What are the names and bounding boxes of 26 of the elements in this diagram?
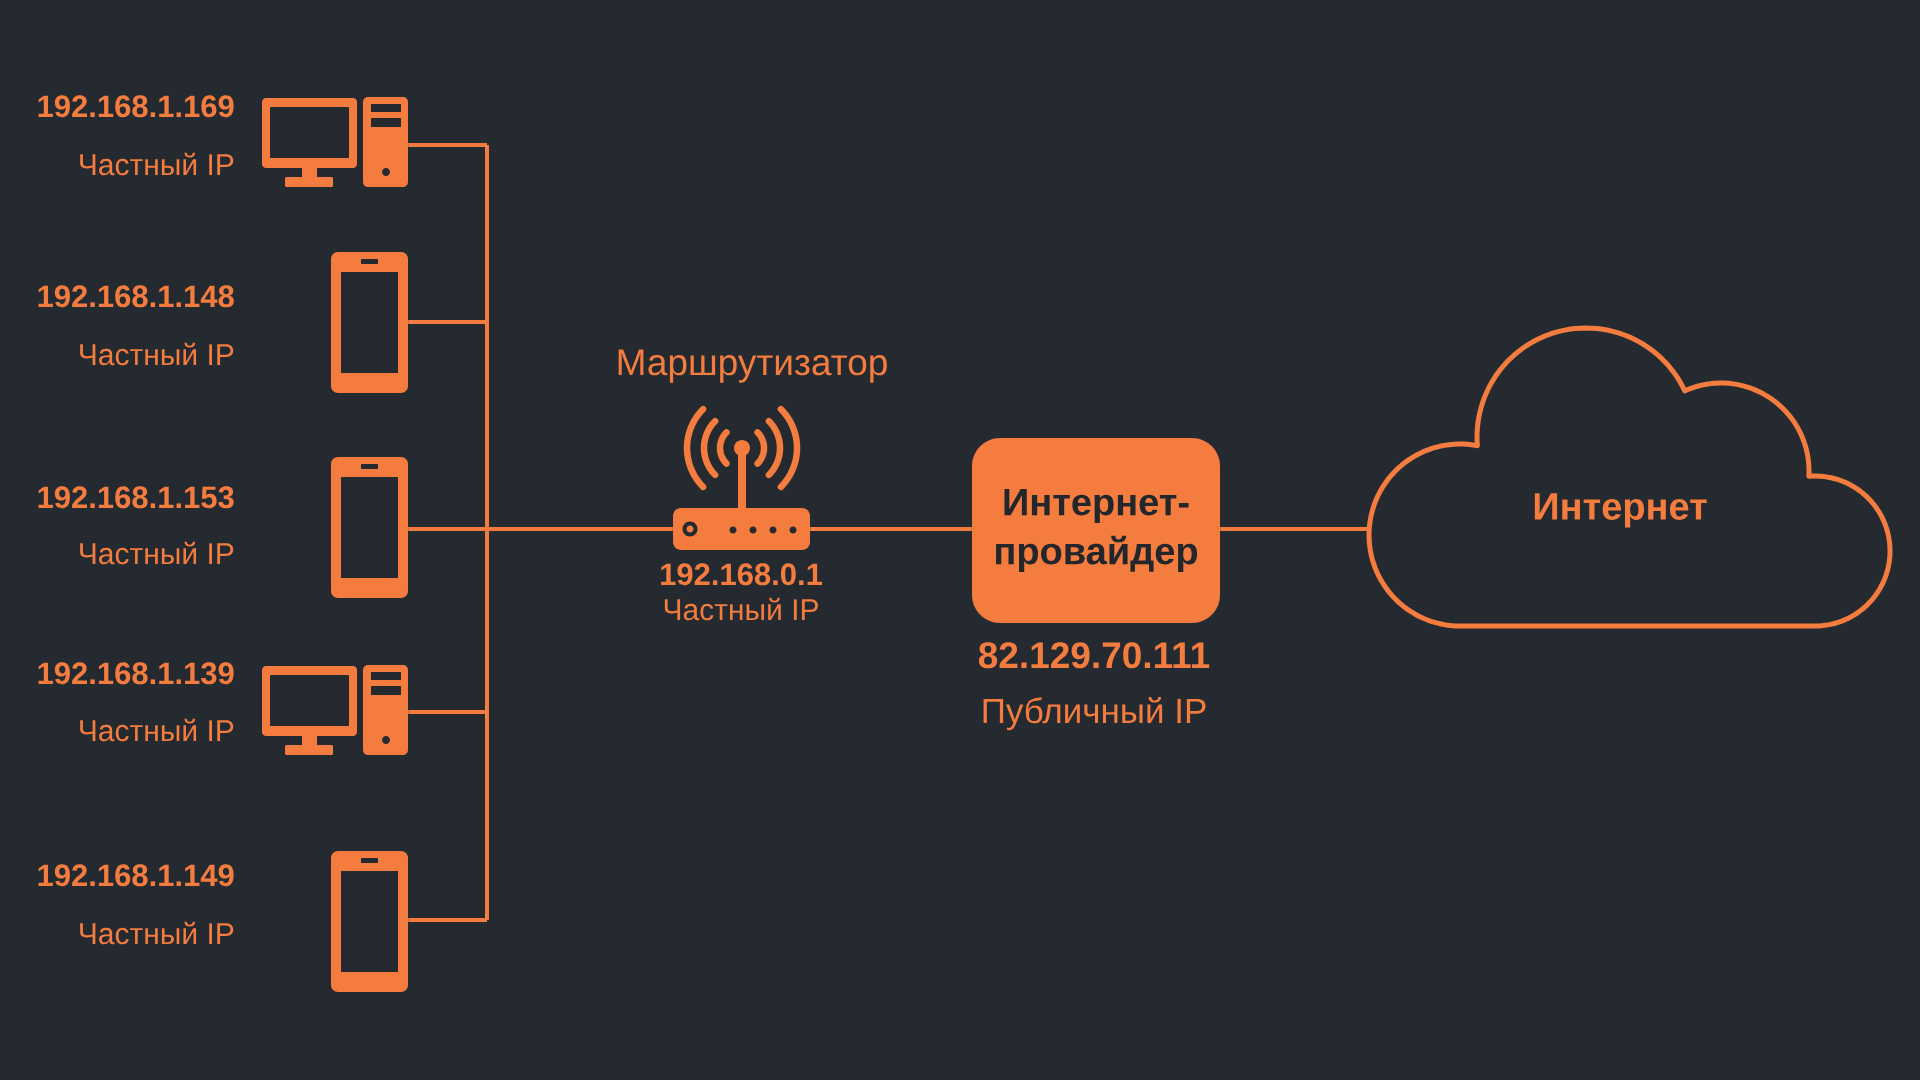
ip-address: 192.168.1.149 [38,864,234,887]
connection-line [810,527,972,531]
connection-line [1220,527,1368,531]
ip-address: 192.168.1.139 [38,662,234,685]
ip-type-label: Публичный IP [983,697,1206,731]
ip-address: 192.168.0.1 [661,563,822,586]
ip-type-label: Частный IP [80,342,234,366]
ip-address: 82.129.70.111 [978,642,1210,669]
ip-type-label: Частный IP [80,152,234,176]
connection-line [406,143,675,922]
ip-type-label: Частный IP [80,921,234,945]
ip-address: 192.168.1.153 [38,486,234,509]
smartphone-icon [331,457,408,598]
desktop-computer-icon [262,97,408,187]
provider-box: Интернет- провайдер [972,438,1220,623]
smartphone-icon [331,851,408,992]
wifi-router-icon [673,405,810,550]
ip-address: 192.168.1.169 [38,95,234,118]
ip-type-label: Частный IP [80,718,234,742]
smartphone-icon [331,252,408,393]
cloud: Интернет [1366,325,1893,629]
ip-address: 192.168.1.148 [38,285,234,308]
desktop-computer-icon [262,665,408,755]
ip-type-label: Частный IP [664,597,818,621]
ip-type-label: Частный IP [80,541,234,565]
device-label: Маршрутизатор [618,349,887,383]
